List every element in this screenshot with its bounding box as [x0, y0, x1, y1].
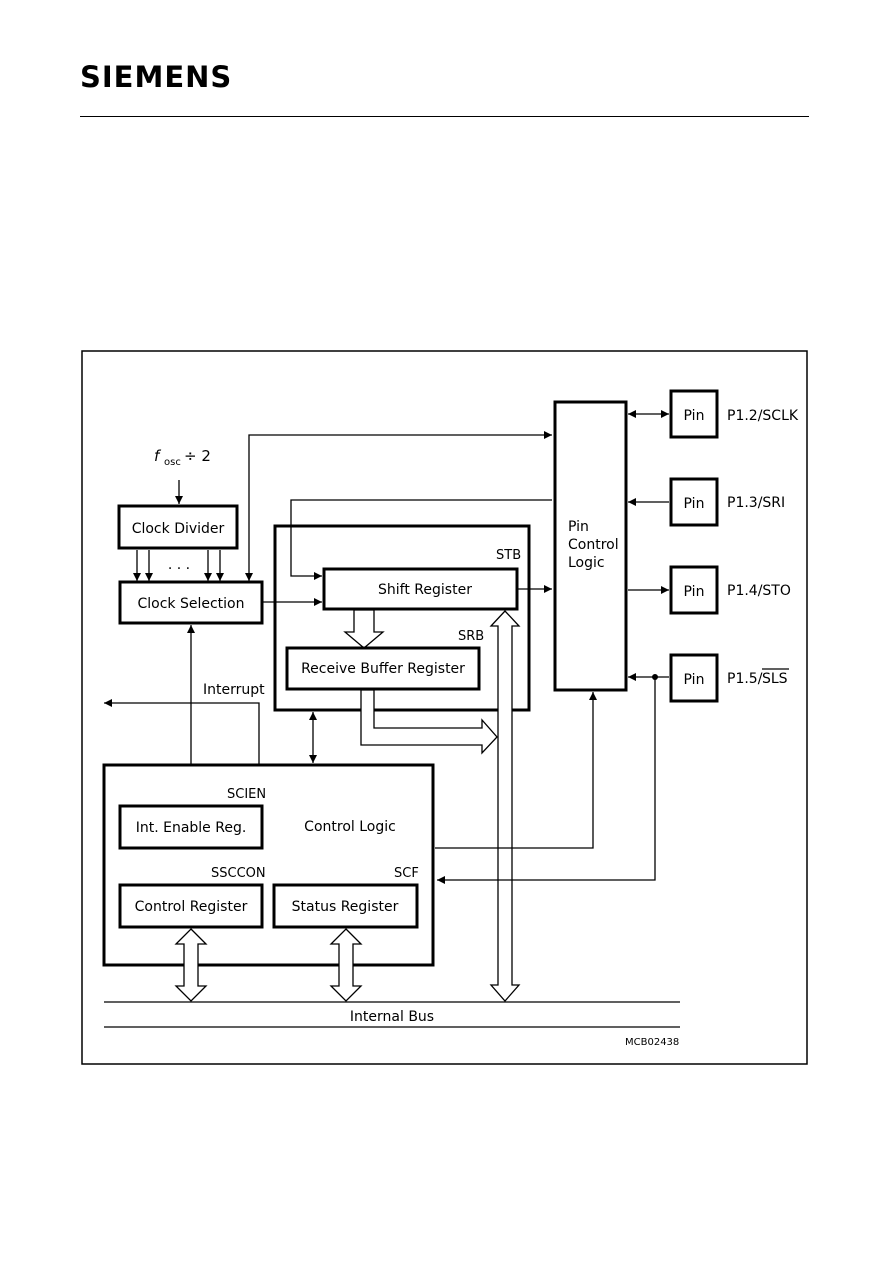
pin-sls-label: P1.5/ SLS: [727, 668, 789, 687]
stb-label: STB: [496, 548, 521, 563]
divider-outputs: [133, 550, 224, 581]
status-register-label: Status Register: [292, 899, 399, 915]
status-register-box: [272, 883, 419, 929]
int-enable-reg-box: [118, 804, 264, 850]
svg-text:SLS: SLS: [762, 671, 788, 687]
siemens-logo: SIEMENS: [80, 60, 233, 94]
pin-sri-box-label: Pin: [684, 496, 705, 512]
control-block: [102, 763, 435, 967]
scf-label: SCF: [394, 866, 419, 881]
pin-sclk-box: [669, 389, 719, 439]
shift-to-buffer-arrow: [343, 609, 385, 649]
receive-buffer-box: [285, 646, 481, 691]
clock-input-label: f osc ÷ 2: [154, 447, 211, 468]
ssc-block: [273, 524, 531, 712]
pin-sclk-label: P1.2/SCLK: [727, 408, 799, 424]
header-rule: [80, 116, 809, 117]
svg-text:÷ 2: ÷ 2: [184, 447, 211, 465]
divider-dots: . . .: [168, 557, 190, 573]
clock-divider-box: [117, 504, 239, 550]
control-register-label: Control Register: [135, 899, 248, 915]
control-register-box: [118, 883, 264, 929]
pin-control-line-2: Control: [568, 537, 619, 553]
pin-control-line-3: Logic: [568, 555, 605, 571]
interrupt-label: Interrupt: [203, 682, 265, 698]
clock-divider-label: Clock Divider: [132, 521, 225, 537]
buffer-to-bus-arrow: [360, 689, 498, 755]
control-register-bus-arrow: [174, 928, 208, 1002]
svg-text:osc: osc: [164, 457, 181, 468]
control-to-pin-logic-line: [435, 692, 597, 849]
pin-sto-label: P1.4/STO: [727, 583, 791, 599]
pin-sto-box: [669, 565, 719, 615]
receive-buffer-label: Receive Buffer Register: [301, 661, 465, 677]
svg-text:f: f: [154, 447, 162, 465]
internal-bus-label: Internal Bus: [350, 1009, 434, 1025]
sclk-line: [245, 431, 552, 581]
status-register-bus-arrow: [329, 928, 363, 1002]
sri-line: [290, 499, 552, 580]
pin-sclk-box-label: Pin: [684, 408, 705, 424]
pin-control-logic-box: [553, 400, 628, 692]
scien-label: SCIEN: [227, 787, 266, 802]
srb-label: SRB: [458, 629, 484, 644]
pin-sto-box-label: Pin: [684, 584, 705, 600]
interrupt-arrow: [104, 699, 260, 765]
clock-selection-label: Clock Selection: [137, 596, 244, 612]
pin-control-line-1: Pin: [568, 519, 589, 535]
int-enable-reg-label: Int. Enable Reg.: [136, 820, 247, 836]
control-logic-label: Control Logic: [304, 819, 396, 835]
sls-to-control-line: [437, 677, 656, 884]
pin-sri-label: P1.3/SRI: [727, 495, 785, 511]
pin-sri-box: [669, 477, 719, 527]
pin-sls-box: [669, 653, 719, 703]
figure-id: MCB02438: [625, 1037, 679, 1048]
diagram-frame: [81, 350, 808, 1065]
shift-bus-arrow: [489, 610, 521, 1002]
svg-text:P1.5/: P1.5/: [727, 671, 763, 687]
shift-register-label: Shift Register: [378, 582, 472, 598]
pin-sls-box-label: Pin: [684, 672, 705, 688]
ssccon-label: SSCCON: [211, 866, 266, 881]
